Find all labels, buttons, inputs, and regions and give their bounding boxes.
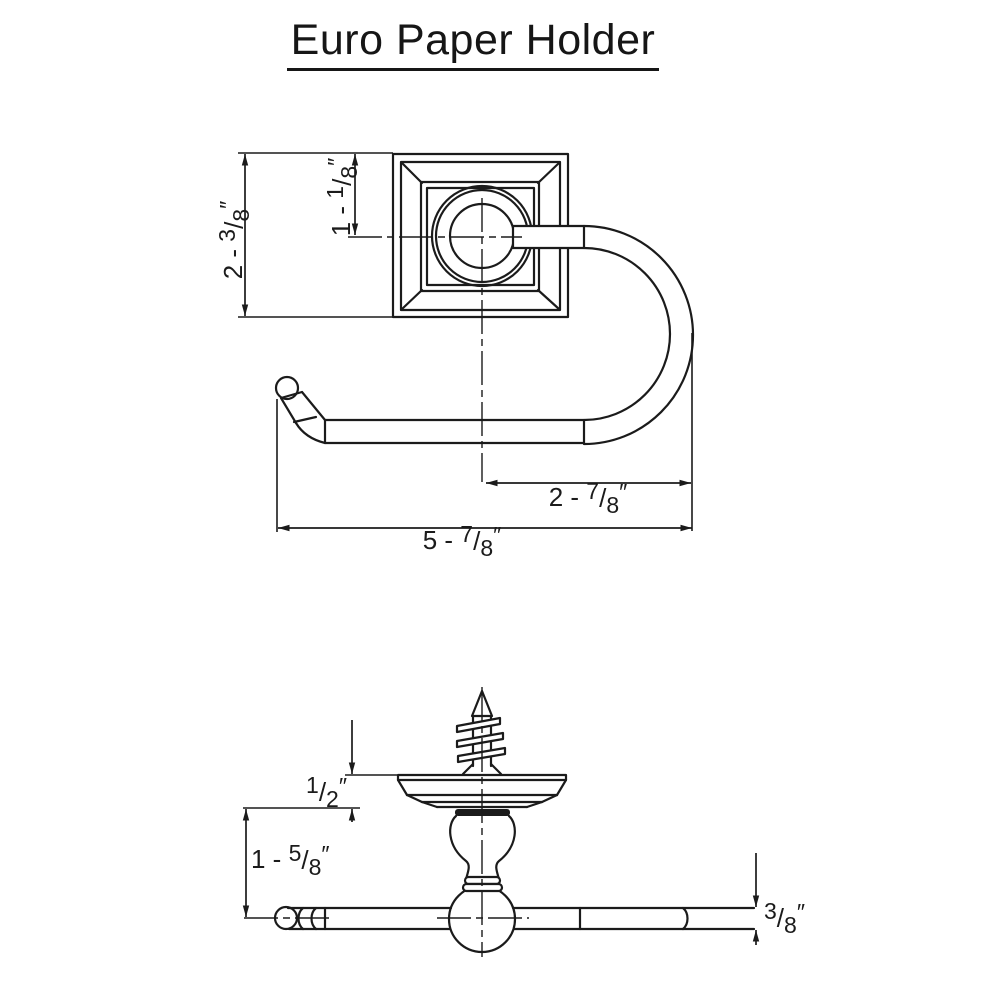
front-center-lines [348, 198, 522, 482]
dim-label-flange-to-bar-center: 1 - 5/8″ [251, 840, 330, 880]
dim-label-flange-depth: 1/2″ [306, 772, 347, 812]
turned-post [449, 814, 516, 881]
dim-label-arm-offset: 1 - 1/8″ [322, 158, 362, 237]
front-view: 2 - 3/8″ 1 - 1/8″ 2 - 7/8″ 5 - 7/8″ [214, 152, 695, 561]
hook-ball-tip [274, 375, 300, 401]
dim-label-arm-projection: 2 - 7/8″ [549, 478, 628, 518]
side-dimensions: 1/2″ 1 - 5/8″ 3/8″ [242, 720, 805, 945]
mounting-screw [455, 689, 507, 776]
arm-hook-end [274, 375, 327, 445]
dim-label-bar-diameter: 3/8″ [764, 898, 805, 938]
paper-arm [323, 224, 695, 446]
side-center-lines [244, 687, 529, 957]
dim-label-plate-height: 2 - 3/8″ [214, 201, 254, 280]
side-view: 1/2″ 1 - 5/8″ 3/8″ [242, 687, 805, 957]
screw-thread [455, 716, 502, 734]
drawing-title-text: Euro Paper Holder [286, 16, 660, 71]
arm-bottom-bar [323, 418, 586, 445]
arm-inner-curve [582, 246, 672, 422]
dim-label-overall-width: 5 - 7/8″ [423, 521, 502, 561]
arm-outer-curve [582, 224, 695, 446]
drawing-title: Euro Paper Holder [0, 16, 946, 71]
arm-top-bar [511, 224, 586, 250]
screw-thread [455, 731, 505, 749]
front-dimensions: 2 - 3/8″ 1 - 1/8″ 2 - 7/8″ 5 - 7/8″ [214, 152, 693, 561]
